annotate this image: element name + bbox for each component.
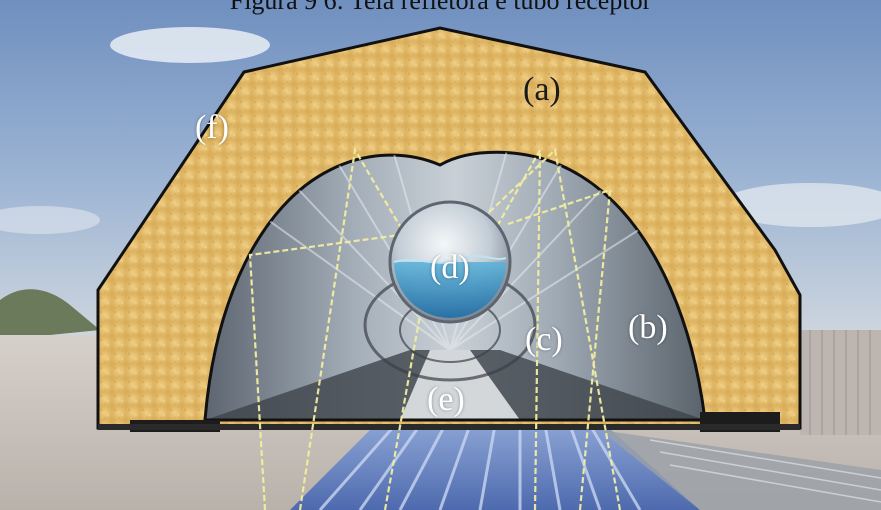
label-a: (a) [523,72,561,108]
cloud [110,27,270,63]
label-e: (e) [427,382,465,418]
label-b: (b) [628,310,668,346]
label-c: (c) [525,322,563,358]
label-d: (d) [430,250,470,286]
building [800,330,881,435]
figure-caption: Figura 9 6: Tela refletora e tubo recept… [0,0,881,16]
label-f: (f) [195,110,229,146]
base-plate [98,424,800,430]
